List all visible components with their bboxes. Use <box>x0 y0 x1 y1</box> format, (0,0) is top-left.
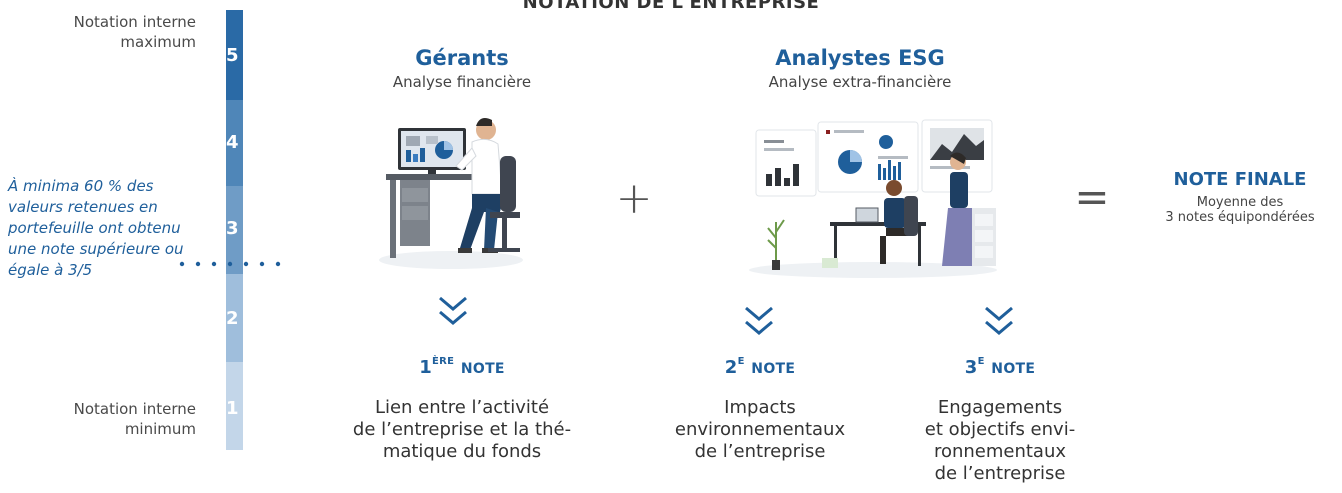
note3-desc-line2: et objectifs envi- <box>924 419 1076 440</box>
scale-number-4: 4 <box>226 132 239 153</box>
note2-word: NOTE <box>751 361 796 377</box>
note3-number: 3 <box>964 357 978 378</box>
min-label-line1: Notation interne <box>73 400 196 418</box>
scale-level-4 <box>226 100 243 186</box>
analystes-subtitle: Analyse extra-financière <box>768 73 952 91</box>
scale-number-1: 1 <box>226 398 239 419</box>
note3-sup: E <box>977 356 985 367</box>
threshold-line4: une note supérieure ou <box>8 240 184 258</box>
scale-number-5: 5 <box>226 45 239 66</box>
max-label-line1: Notation interne <box>73 13 196 31</box>
final-sub-line2: 3 notes équipondérées <box>1165 210 1315 225</box>
scale-level-2 <box>226 274 243 362</box>
equals-operator: = <box>1074 172 1110 221</box>
scale-level-5 <box>226 10 243 100</box>
scale-number-3: 3 <box>226 218 239 239</box>
note1-desc-line3: matique du fonds <box>382 441 542 462</box>
note2-number: 2 <box>724 357 738 378</box>
note2-desc-line2: environnementaux <box>674 419 846 440</box>
note3-title: 3E NOTE <box>900 356 1100 378</box>
final-note-subtitle: Moyenne des 3 notes équipondérées <box>1140 195 1340 225</box>
note1-number: 1 <box>419 357 433 378</box>
note1-sup: ÈRE <box>432 356 455 367</box>
plus-operator: + <box>615 173 653 224</box>
note3-desc-line1: Engagements <box>937 397 1063 418</box>
double-chevron-down-icon <box>745 306 773 335</box>
note1-desc-line1: Lien entre l’activité <box>374 397 550 418</box>
max-label: Notation interne maximum <box>30 12 196 52</box>
threshold-line5: égale à 3/5 <box>8 261 93 279</box>
gerants-subtitle: Analyse financière <box>392 73 532 91</box>
analystes-title: Analystes ESG <box>775 46 945 70</box>
note3-description: Engagements et objectifs envi- ronnement… <box>900 397 1100 485</box>
double-chevron-down-icon <box>439 296 467 325</box>
manager-at-desk-illustration <box>379 118 523 269</box>
scale-number-2: 2 <box>226 308 239 329</box>
threshold-note: À minima 60 % des valeurs retenues en po… <box>8 176 198 281</box>
min-label-line2: minimum <box>124 420 196 438</box>
threshold-line1: À minima 60 % des <box>8 177 154 195</box>
note2-desc-line3: de l’entreprise <box>694 441 826 462</box>
note2-sup: E <box>737 356 745 367</box>
diagram-title: NOTATION DE L'ENTREPRISE <box>522 0 820 13</box>
scale-level-1 <box>226 362 243 450</box>
note3-desc-line3: ronnementaux <box>933 441 1067 462</box>
note3-desc-line4: de l’entreprise <box>934 463 1066 484</box>
note1-description: Lien entre l’activité de l’entreprise et… <box>322 397 602 463</box>
note2-description: Impacts environnementaux de l’entreprise <box>660 397 860 463</box>
threshold-dotted-line <box>179 261 281 267</box>
note1-word: NOTE <box>460 361 505 377</box>
gerants-title: Gérants <box>415 46 509 70</box>
scale-level-3 <box>226 186 243 274</box>
note3-word: NOTE <box>991 361 1036 377</box>
min-label: Notation interne minimum <box>30 399 196 439</box>
note1-desc-line2: de l’entreprise et la thé- <box>352 419 572 440</box>
threshold-line2: valeurs retenues en <box>8 198 158 216</box>
threshold-line3: portefeuille ont obtenu <box>8 219 181 237</box>
note1-title: 1ÈRE NOTE <box>352 356 572 378</box>
analysts-dashboard-illustration <box>749 119 997 278</box>
double-chevron-down-icon <box>985 306 1013 335</box>
final-note-title: NOTE FINALE <box>1173 169 1307 190</box>
final-sub-line1: Moyenne des <box>1196 195 1284 210</box>
note2-title: 2E NOTE <box>660 356 860 378</box>
note2-desc-line1: Impacts <box>724 397 796 418</box>
max-label-line2: maximum <box>120 33 196 51</box>
